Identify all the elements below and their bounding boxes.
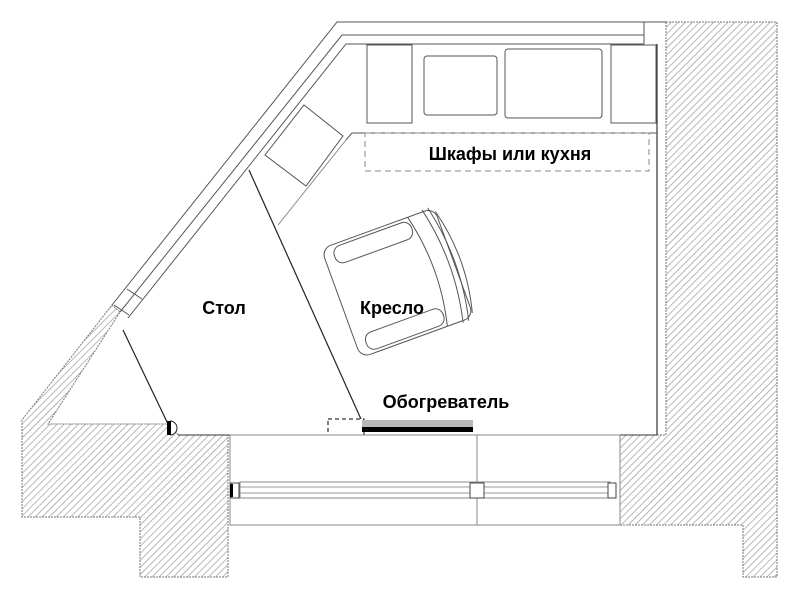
- cabinet-3: [504, 48, 603, 119]
- heater: [327, 418, 473, 436]
- armchair: [323, 207, 473, 356]
- inner-diagonal: [277, 139, 347, 226]
- door-hinge-icon: [167, 420, 178, 436]
- cabinets-dashed-area: [364, 132, 650, 172]
- corner-cabinet: [264, 104, 344, 187]
- balcony-window: [229, 434, 621, 526]
- cabinet-1: [366, 44, 413, 124]
- diagonal-wall: [111, 21, 666, 319]
- heater-label: Обогреватель: [383, 392, 510, 412]
- armchair-label: Кресло: [360, 298, 424, 318]
- table-label: Стол: [202, 298, 246, 318]
- cabinets-zone: Шкафы или кухня: [345, 44, 657, 172]
- cabinet-4: [610, 44, 657, 124]
- cabinet-2: [423, 55, 498, 116]
- left-wall: [21, 304, 229, 578]
- diagonal-window: [113, 288, 143, 316]
- right-wall: [619, 21, 778, 578]
- table-edge-line: [248, 169, 366, 429]
- door-swing-line: [122, 329, 169, 425]
- cabinets-label: Шкафы или кухня: [429, 144, 591, 164]
